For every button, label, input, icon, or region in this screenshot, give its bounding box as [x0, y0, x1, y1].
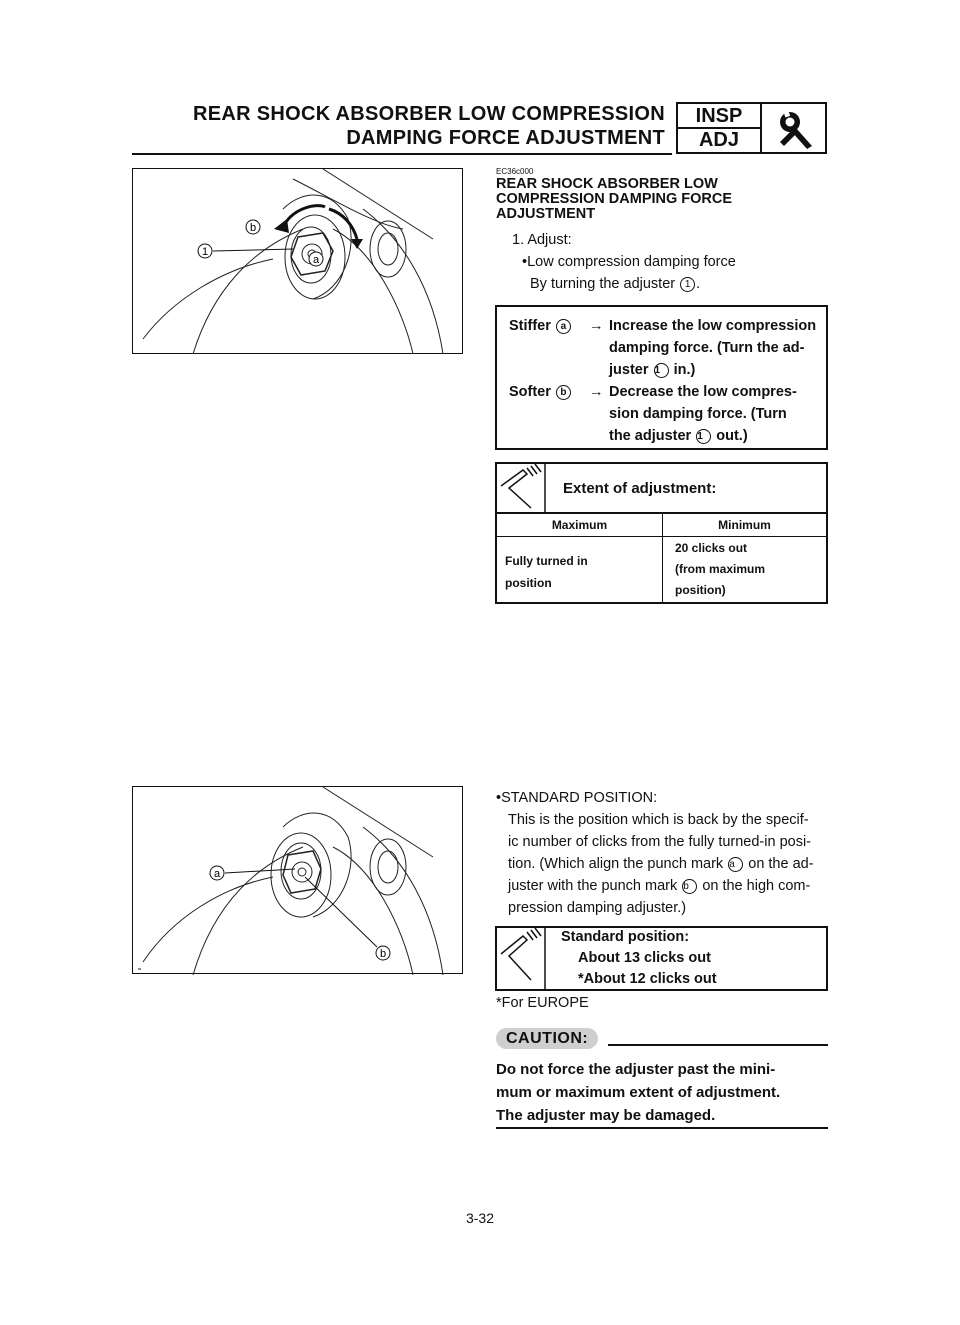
- minimum-value: 20 clicks out (from maximum position): [675, 538, 765, 601]
- section-title-line1: REAR SHOCK ABSORBER LOW: [496, 176, 718, 192]
- standard-l5: pression damping adjuster.): [508, 900, 687, 916]
- direction-box: Stiffer a → Increase the low compression…: [495, 305, 828, 450]
- ref-adjuster-1: 1: [680, 277, 696, 292]
- caution-rule-top: [608, 1044, 828, 1046]
- minimum-l3: position): [675, 583, 726, 597]
- page-title-line2: DAMPING FORCE ADJUSTMENT: [346, 127, 665, 149]
- col-minimum: Minimum: [718, 518, 771, 532]
- col-maximum: Maximum: [551, 518, 608, 532]
- extent-header-rule: [497, 536, 826, 537]
- label-b: b: [380, 948, 386, 960]
- wrench-icon: [780, 108, 812, 149]
- softer-desc-l3a: the adjuster: [609, 428, 692, 444]
- ref-punch-b: b: [682, 879, 698, 894]
- bullet-sub: By turning the adjuster 1.: [530, 273, 700, 295]
- standard-l2: ic number of clicks from the fully turne…: [508, 834, 811, 850]
- adjuster-illustration: 1 b a: [142, 168, 444, 355]
- stiffer-text: Stiffer: [509, 318, 551, 334]
- softer-text: Softer: [509, 384, 551, 400]
- stiffer-arrow: →: [589, 318, 604, 334]
- standard-l1: This is the position which is back by th…: [508, 812, 809, 828]
- standard-l3a: tion. (Which align the punch mark: [508, 856, 724, 872]
- minimum-l1: 20 clicks out: [675, 541, 748, 555]
- standard-value-2: *About 12 clicks out: [578, 971, 717, 987]
- standard-description: This is the position which is back by th…: [508, 809, 828, 919]
- bullet-sub-text: By turning the adjuster: [530, 276, 676, 292]
- ref-punch-a: a: [728, 857, 744, 872]
- softer-desc: Decrease the low compres- sion damping f…: [609, 381, 821, 447]
- section-title-line2: COMPRESSION DAMPING FORCE: [496, 191, 733, 207]
- caution-label: CAUTION:: [496, 1028, 599, 1049]
- softer-mark: b: [555, 385, 571, 400]
- standard-position-values: Standard position: About 13 clicks out *…: [561, 927, 717, 990]
- extent-col-rule: [662, 512, 663, 602]
- bullet-low-compression: •Low compression damping force: [522, 254, 736, 270]
- softer-desc-l3: the adjuster 1 out.): [609, 425, 821, 447]
- caution-pill: CAUTION:: [496, 1028, 599, 1049]
- badge-adj: ADJ: [698, 129, 739, 151]
- standard-bullet: •STANDARD POSITION:: [496, 790, 658, 806]
- header-rule: [132, 153, 672, 155]
- badge-insp: INSP: [695, 105, 743, 127]
- label-b: b: [250, 222, 256, 234]
- caution-l2: mum or maximum extent of adjustment.: [496, 1084, 781, 1101]
- page-number: 3-32: [465, 1210, 495, 1226]
- label-a: a: [313, 254, 320, 266]
- section-badge: INSP ADJ: [676, 102, 827, 154]
- maximum-value: Fully turned in position: [505, 550, 588, 594]
- ref-adjuster-1b: 1: [653, 363, 669, 378]
- stiffer-desc-l3b: in.): [673, 362, 696, 378]
- minimum-l2: (from maximum: [675, 562, 766, 576]
- stiffer-desc-l3: juster 1 in.): [609, 359, 821, 381]
- stiffer-desc: Increase the low compression damping for…: [609, 315, 821, 381]
- softer-arrow: →: [589, 384, 604, 400]
- caution-l3: The adjuster may be damaged.: [496, 1107, 716, 1124]
- caliper-icon: [500, 928, 546, 989]
- extent-box: Extent of adjustment: Maximum Minimum Fu…: [495, 462, 828, 604]
- maximum-l2: position: [505, 576, 552, 590]
- figure-adjuster-turning: 1 b a: [132, 168, 463, 355]
- standard-l3b: on the ad-: [748, 856, 814, 872]
- stiffer-desc-l2: damping force. (Turn the ad-: [609, 340, 805, 356]
- softer-label: Softer b: [509, 381, 572, 403]
- badge-divider: [678, 127, 760, 129]
- label-a: a: [214, 868, 221, 880]
- softer-desc-l2: sion damping force. (Turn: [609, 406, 787, 422]
- figure-punch-marks: a b: [132, 786, 463, 976]
- extent-title: Extent of adjustment:: [563, 480, 717, 497]
- stiffer-label: Stiffer a: [509, 315, 572, 337]
- section-title-line3: ADJUSTMENT: [496, 206, 596, 222]
- step-adjust: 1. Adjust:: [512, 232, 572, 248]
- caution-rule-bottom: [496, 1127, 828, 1129]
- standard-value-1: About 13 clicks out: [578, 950, 711, 966]
- extent-divider: [497, 512, 826, 514]
- label-one: 1: [202, 246, 208, 258]
- softer-desc-l1: Decrease the low compres-: [609, 384, 797, 400]
- softer-desc-l3b: out.): [716, 428, 748, 444]
- bullet-sub-end: .: [696, 276, 701, 292]
- section-title: REAR SHOCK ABSORBER LOW COMPRESSION DAMP…: [496, 177, 826, 222]
- standard-l3: tion. (Which align the punch mark a on t…: [508, 853, 828, 875]
- standard-l4: juster with the punch mark b on the high…: [508, 875, 828, 897]
- europe-note: *For EUROPE: [496, 995, 589, 1011]
- standard-position-title: Standard position:: [561, 929, 690, 945]
- maximum-l1: Fully turned in: [505, 554, 588, 568]
- caliper-icon: [500, 464, 546, 512]
- punch-mark-illustration: a b: [138, 786, 444, 976]
- page-title-line1: REAR SHOCK ABSORBER LOW COMPRESSION: [192, 103, 665, 125]
- standard-l4a: juster with the punch mark: [508, 878, 678, 894]
- stiffer-desc-l3a: juster: [609, 362, 649, 378]
- stiffer-mark: a: [555, 319, 571, 334]
- caution-l1: Do not force the adjuster past the mini-: [496, 1061, 776, 1078]
- badge-split: [760, 104, 762, 152]
- section-code: EC36c000: [496, 167, 534, 176]
- stiffer-desc-l1: Increase the low compression: [609, 318, 817, 334]
- ref-adjuster-1c: 1: [696, 429, 712, 444]
- standard-position-box: Standard position: About 13 clicks out *…: [495, 926, 828, 991]
- caution-text: Do not force the adjuster past the mini-…: [496, 1058, 828, 1127]
- standard-l4b: on the high com-: [702, 878, 811, 894]
